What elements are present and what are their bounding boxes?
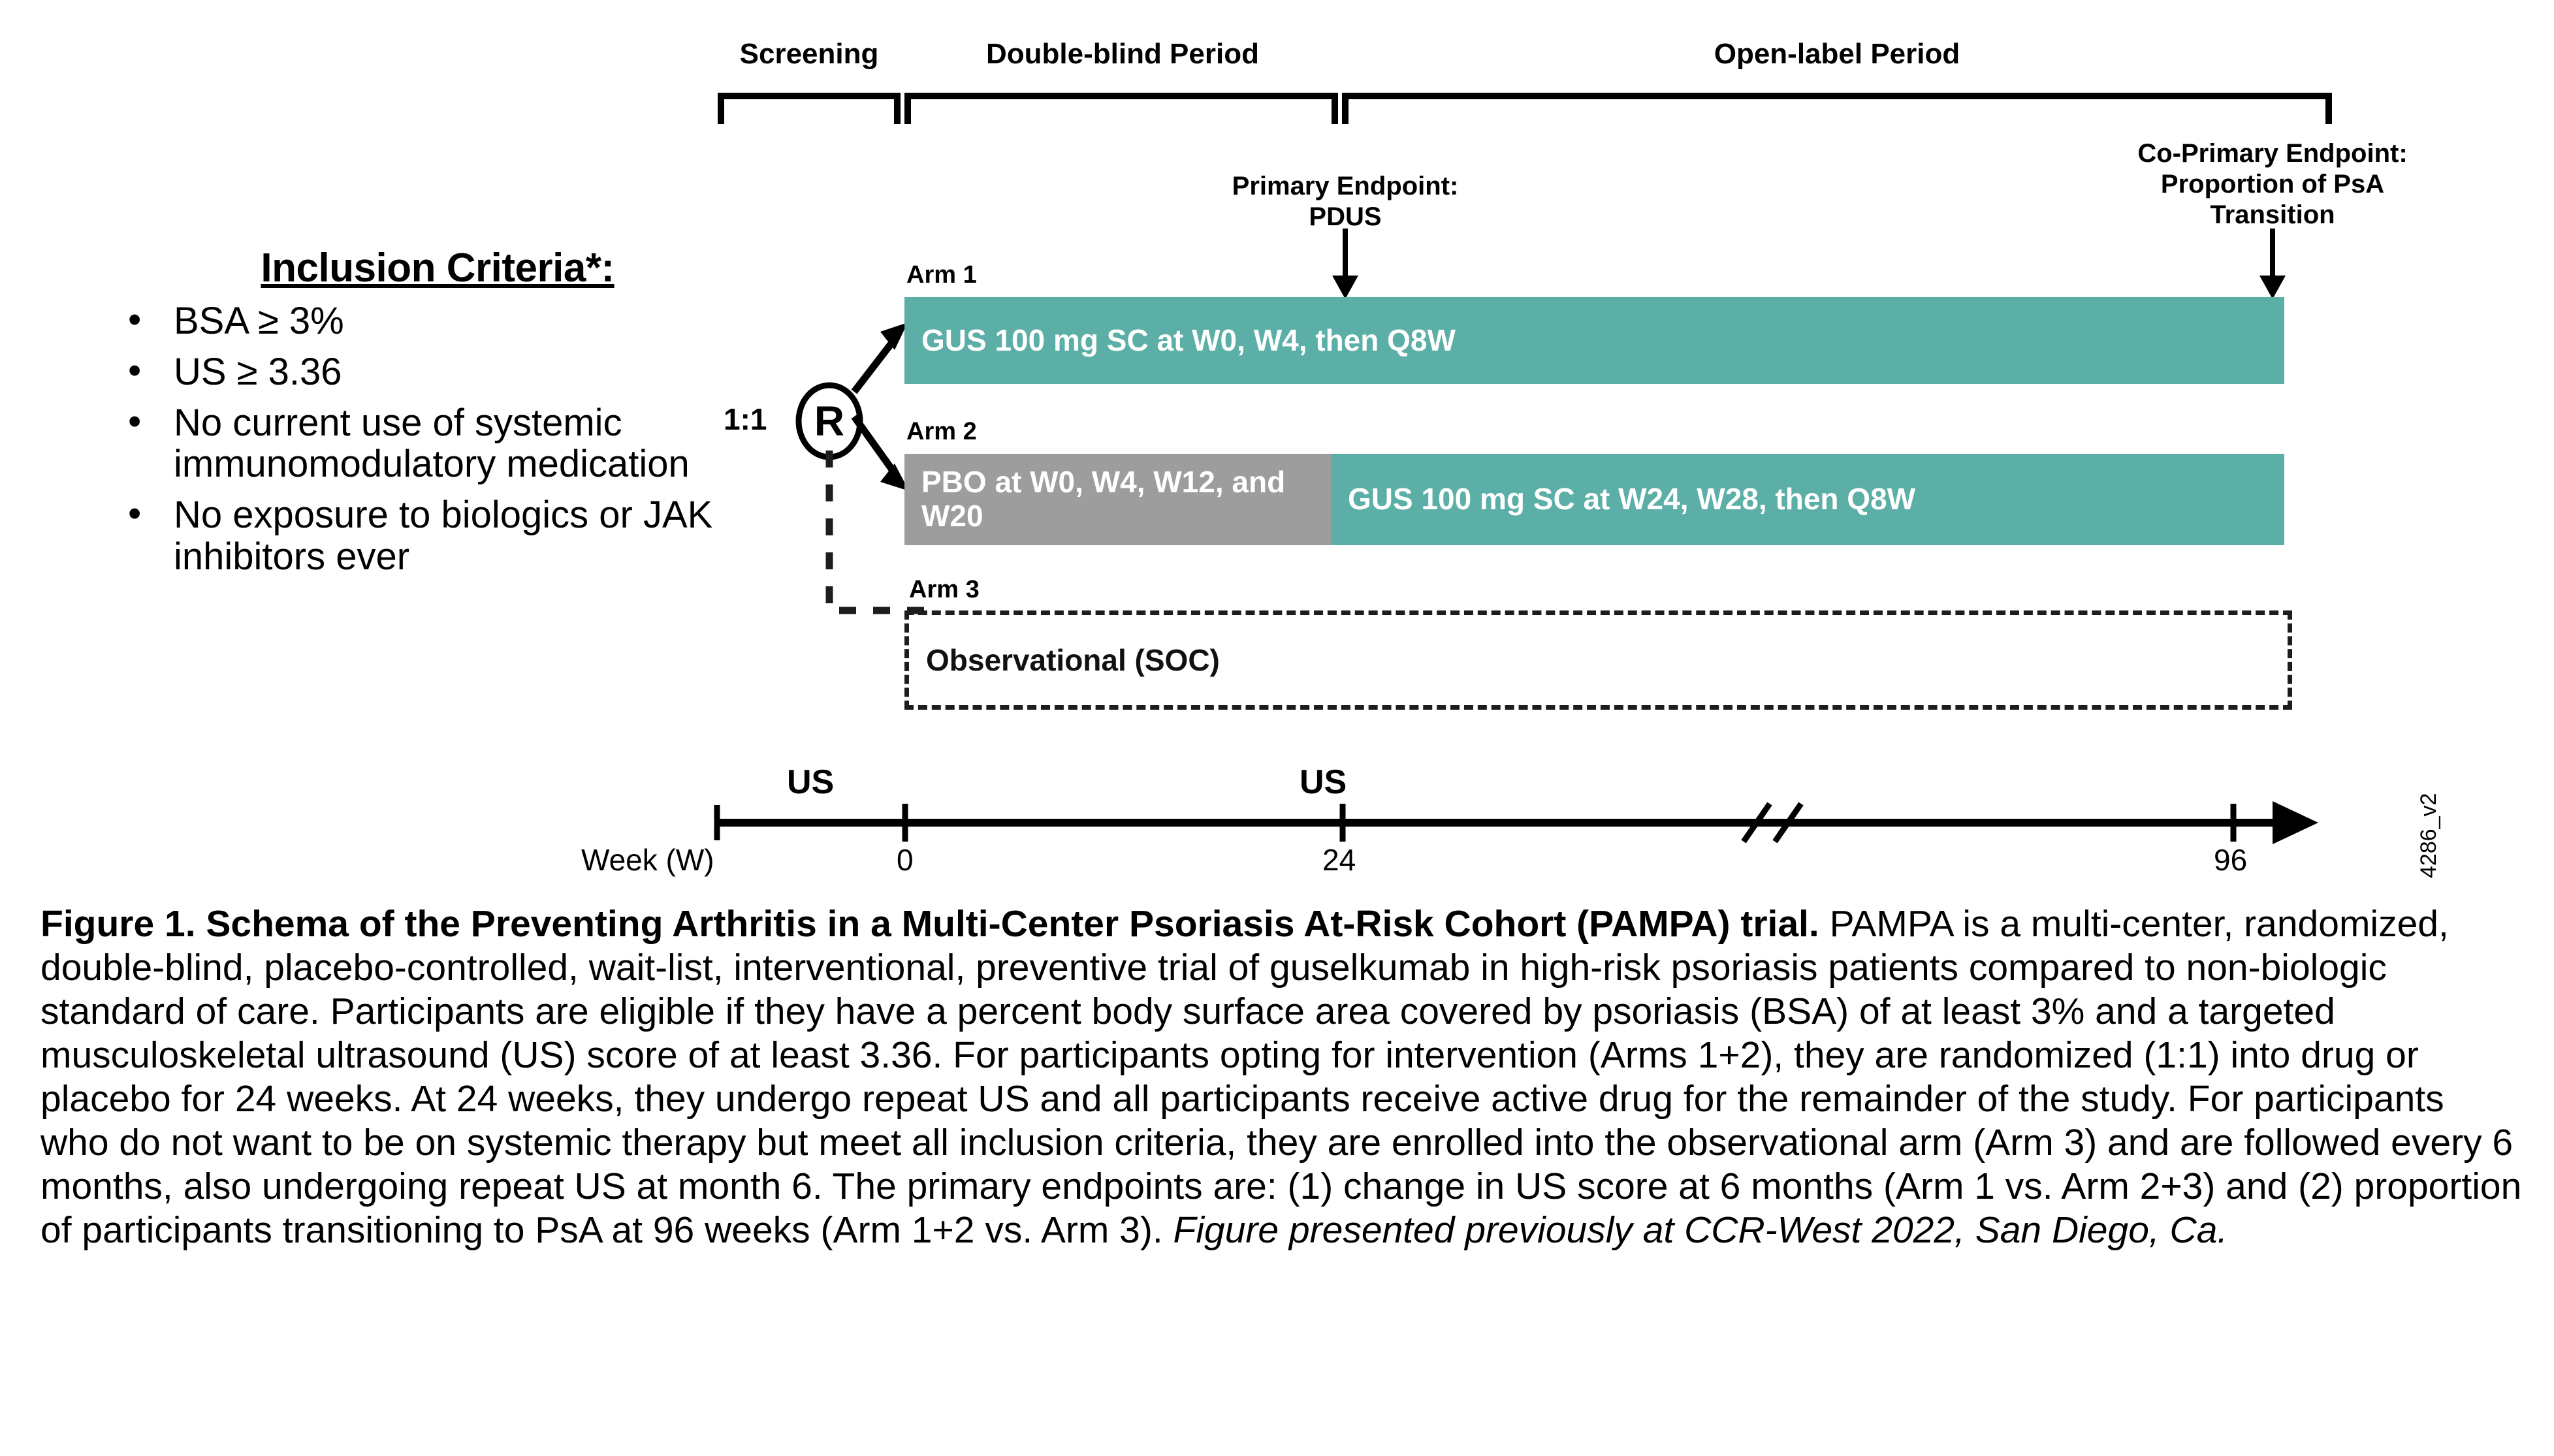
arm-label-2: Arm 2 (906, 418, 977, 445)
arm-label-1: Arm 1 (906, 261, 977, 289)
figure-caption-lead: Figure 1. Schema of the Preventing Arthr… (40, 903, 1819, 945)
timeline-tick-label-24: 24 (1322, 843, 1356, 877)
bullet-icon: • (128, 349, 142, 392)
arm2-guselkumab-text: GUS 100 mg SC at W24, W28, then Q8W (1348, 482, 1916, 516)
arm1-bar-text: GUS 100 mg SC at W0, W4, then Q8W (921, 323, 1456, 357)
inclusion-item: • No exposure to biologics or JAK inhibi… (111, 492, 764, 578)
figure-caption: Figure 1. Schema of the Preventing Arthr… (40, 902, 2522, 1252)
arm1-bar: GUS 100 mg SC at W0, W4, then Q8W (904, 297, 2284, 384)
us-marker-week24: US (1300, 763, 1347, 801)
figure-caption-italic-tail: Figure presented previously at CCR-West … (1173, 1209, 2228, 1251)
timeline-tick-label-0: 0 (897, 843, 914, 877)
randomization-node-letter: R (814, 398, 844, 445)
period-label-open-label: Open-label Period (1714, 38, 1960, 70)
endpoint-primary-line2: PDUS (1309, 202, 1382, 232)
arm3-observational-box: Observational (SOC) (904, 610, 2292, 710)
figure-code-tag: 4286_v2 (2416, 793, 2441, 878)
arm2-placebo-segment: PBO at W0, W4, W12, and W20 (904, 454, 1331, 545)
randomization-ratio-label: 1:1 (724, 402, 767, 436)
endpoint-co-primary-line1: Co-Primary Endpoint: (2137, 139, 2408, 168)
randomization-arrows (851, 323, 909, 491)
endpoint-primary: Primary Endpoint: PDUS (1162, 171, 1528, 232)
timeline-tick-label-96: 96 (2214, 843, 2248, 877)
period-label-double-blind: Double-blind Period (986, 38, 1259, 70)
figure-caption-body: PAMPA is a multi-center, randomized, dou… (40, 903, 2522, 1251)
inclusion-item-text: No current use of systemic immunomodulat… (174, 401, 690, 486)
inclusion-item: • No current use of systemic immunomodul… (111, 400, 764, 486)
bullet-icon: • (128, 400, 142, 443)
endpoint-primary-arrow (1332, 229, 1358, 299)
timeline-axis-label: Week (W) (581, 843, 714, 877)
bullet-icon: • (128, 492, 142, 535)
inclusion-item-text: No exposure to biologics or JAK inhibito… (174, 494, 713, 578)
inclusion-item: • BSA ≥ 3% (111, 298, 764, 342)
period-brackets (718, 93, 2332, 124)
us-marker-week0: US (787, 763, 835, 801)
period-label-screening: Screening (739, 38, 879, 70)
inclusion-item: • US ≥ 3.36 (111, 349, 764, 393)
endpoint-co-primary-line2: Proportion of PsA (2160, 170, 2385, 199)
arm-label-3: Arm 3 (909, 576, 980, 603)
endpoint-co-primary-line3: Transition (2210, 200, 2335, 230)
arm2-placebo-text: PBO at W0, W4, W12, and W20 (921, 465, 1286, 533)
arm3-observational-text: Observational (SOC) (926, 643, 1220, 677)
endpoint-co-primary: Co-Primary Endpoint: Proportion of PsA T… (2109, 138, 2436, 231)
endpoint-co-primary-arrow (2259, 229, 2286, 299)
bullet-icon: • (128, 298, 142, 341)
inclusion-criteria-panel: Inclusion Criteria*: • BSA ≥ 3% • US ≥ 3… (111, 245, 764, 578)
inclusion-item-text: BSA ≥ 3% (174, 300, 344, 342)
arm2-guselkumab-segment: GUS 100 mg SC at W24, W28, then Q8W (1331, 454, 2284, 545)
inclusion-criteria-title: Inclusion Criteria*: (261, 245, 615, 291)
inclusion-criteria-list: • BSA ≥ 3% • US ≥ 3.36 • No current use … (111, 298, 764, 578)
inclusion-item-text: US ≥ 3.36 (174, 350, 342, 393)
timeline-axis (714, 801, 2318, 844)
endpoint-primary-line1: Primary Endpoint: (1232, 172, 1459, 200)
